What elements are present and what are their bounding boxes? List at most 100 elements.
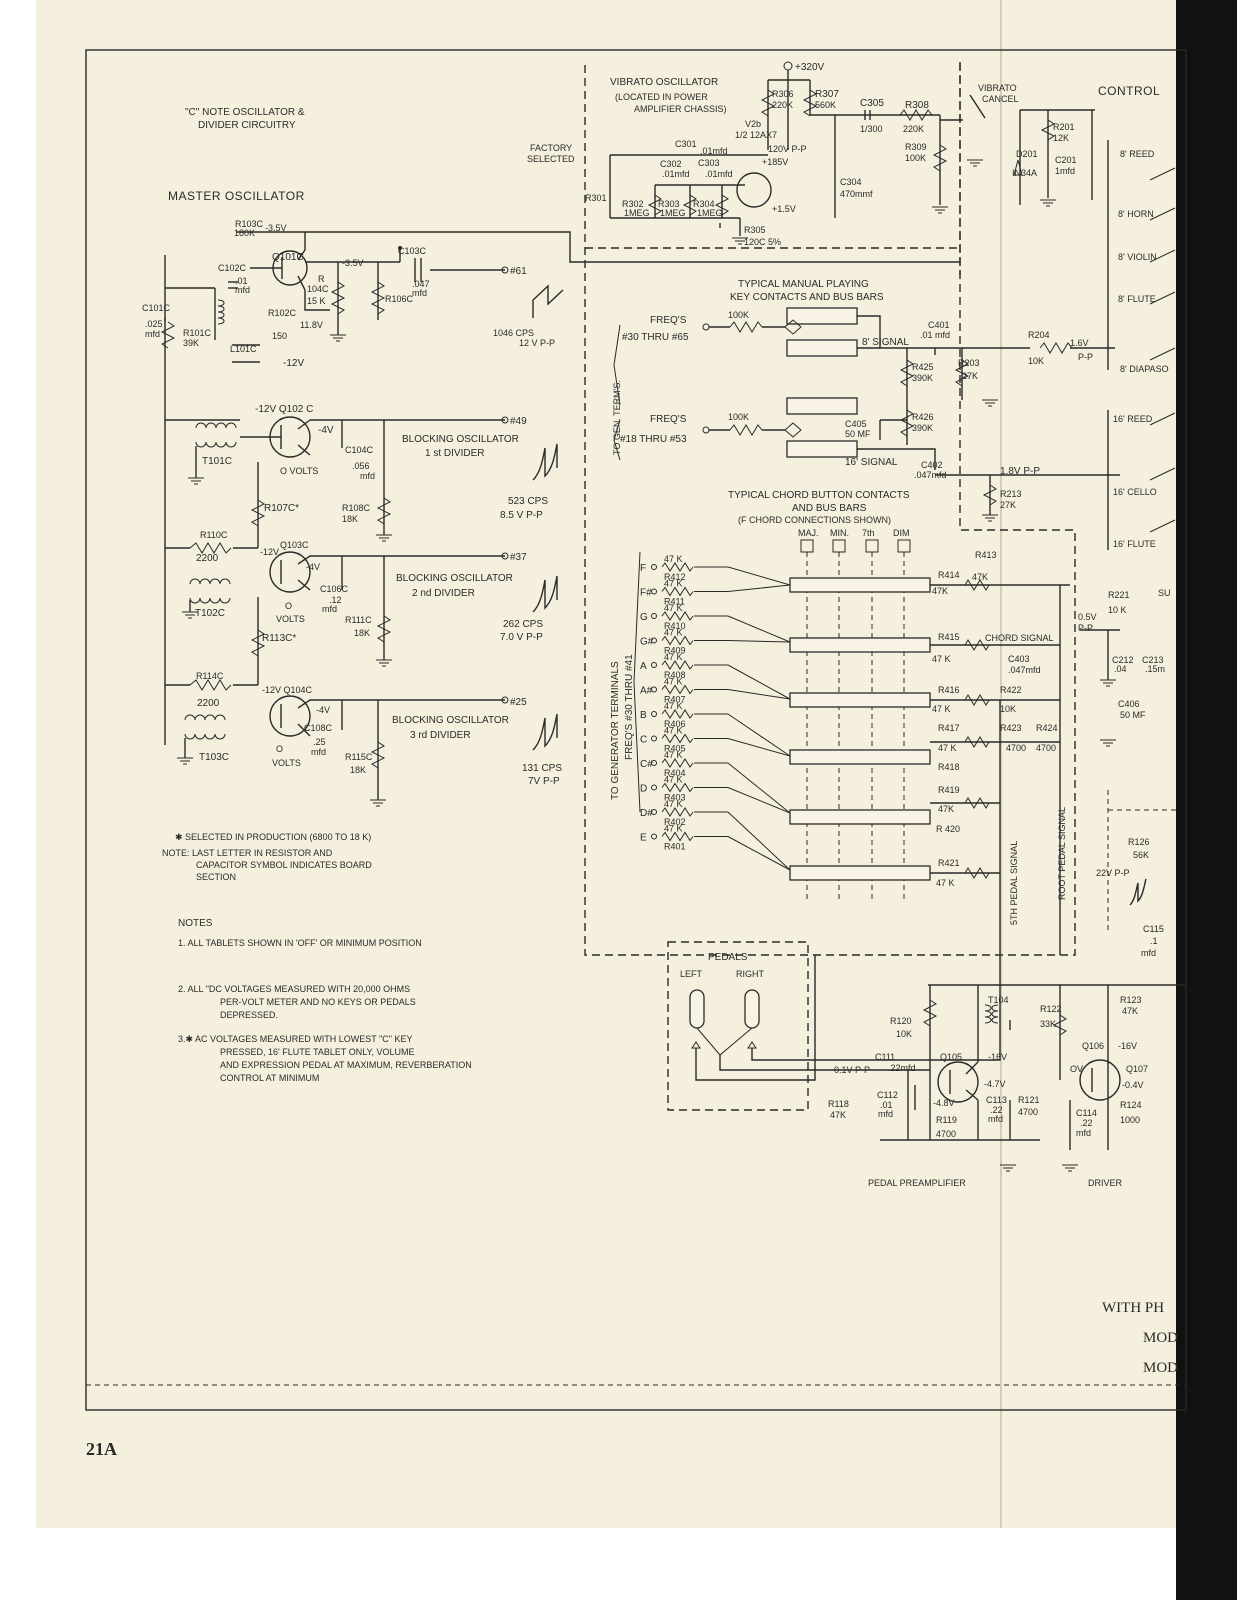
r417-label: R417: [938, 723, 960, 733]
r103c-label: R103C: [235, 219, 264, 229]
stop-8-horn: 8' HORN: [1118, 209, 1154, 219]
r203-value: 27K: [962, 371, 978, 381]
to-gen-terms: TO GEN. TERM'S.: [612, 380, 622, 455]
r420-label: R 420: [936, 824, 960, 834]
c102c-value: .01: [235, 276, 248, 286]
c115-label: C115: [1143, 924, 1164, 934]
note-line-3: SECTION: [196, 872, 236, 882]
chord-resistor-3: [661, 635, 694, 646]
v4b-label: -4V: [306, 562, 320, 572]
title-master-oscillator: MASTER OSCILLATOR: [168, 189, 305, 203]
chord-res-value-5: 47 K: [664, 677, 683, 687]
c115-value: .1: [1150, 936, 1158, 946]
chord-note-5: A#: [640, 686, 653, 697]
c106c-value: .12: [329, 595, 342, 605]
chord-res-value-3: 47 K: [664, 628, 683, 638]
term-49: #49: [510, 416, 527, 427]
pedal-left: LEFT: [680, 969, 703, 979]
c104c-unit: mfd: [360, 471, 375, 481]
c201-value: 1mfd: [1055, 166, 1075, 176]
note-line-2: CAPACITOR SYMBOL INDICATES BOARD: [196, 860, 372, 870]
c101c-label: C101C: [142, 303, 171, 313]
chord-res-value-8: 47 K: [664, 750, 683, 760]
chord-res-value-6: 47 K: [664, 701, 683, 711]
chord-res-value-0: 47 K: [664, 554, 683, 564]
c112-label: C112: [877, 1090, 898, 1100]
c302-label: C302: [660, 159, 682, 169]
chord-contact-3: [727, 640, 791, 643]
title-manual-2: KEY CONTACTS AND BUS BARS: [730, 292, 884, 303]
c405-label: C405: [845, 419, 867, 429]
notes-item-2a: 2. ALL "DC VOLTAGES MEASURED WITH 20,000…: [178, 984, 410, 994]
c113-label: C113: [986, 1095, 1007, 1105]
chord-res-label-8: R404: [664, 768, 686, 778]
r201-value: 12K: [1053, 133, 1069, 143]
c108c-unit: mfd: [311, 747, 326, 757]
r302-label: R302: [622, 199, 644, 209]
c104c-value: .056: [352, 461, 370, 471]
r306-label: R306: [772, 89, 794, 99]
chord-resistor-10: [661, 807, 694, 817]
r118-value: 47K: [830, 1110, 846, 1120]
page-number: 21A: [86, 1439, 117, 1459]
title-chord-1: TYPICAL CHORD BUTTON CONTACTS: [728, 490, 910, 501]
chord-terminal-10: [651, 809, 657, 815]
r110c-value: 2200: [196, 553, 219, 564]
chord-note-3: G#: [640, 637, 654, 648]
factory-selected-2: SELECTED: [527, 154, 575, 164]
stop-8-reed: 8' REED: [1120, 149, 1155, 159]
v2b-type: 1/2 12AX7: [735, 130, 777, 140]
c305-label: C305: [860, 98, 884, 109]
r419-label: R419: [938, 785, 960, 795]
schematic-sheet: [36, 0, 1198, 1528]
r422-value: 10K: [1000, 704, 1016, 714]
r204-value: 10K: [1028, 356, 1044, 366]
chord-terminal-0: [651, 564, 657, 570]
r422-label: R422: [1000, 685, 1022, 695]
factory-selected-1: FACTORY: [530, 143, 572, 153]
r308-value: 220K: [903, 124, 924, 134]
c101c-value: .025: [145, 319, 163, 329]
r115c-value: 18K: [350, 765, 366, 775]
volts3-label: VOLTS: [272, 758, 301, 768]
chord-res-value-1: 47 K: [664, 579, 683, 589]
vibrato-oscillator-circuit: [609, 61, 1095, 245]
chord-note-9: D: [640, 784, 647, 795]
chord-terminal-2: [651, 613, 657, 619]
chord-res-value-10: 47 K: [664, 799, 683, 809]
r426-label: R426: [912, 412, 934, 422]
r306-value: 220K: [772, 100, 793, 110]
c108c-value: .25: [313, 737, 326, 747]
pp-label: P-P: [1078, 352, 1093, 362]
root-pedal-signal: ROOT PEDAL SIGNAL: [1057, 807, 1067, 900]
r111c-label: R111C: [345, 615, 372, 625]
notes-item-3a: 3.✱ AC VOLTAGES MEASURED WITH LOWEST "C"…: [178, 1034, 412, 1044]
r423-value: 4700: [1006, 743, 1026, 753]
chord-contact-9: [727, 787, 791, 814]
r421-value: 47 K: [936, 878, 955, 888]
r414-label: R414: [938, 570, 960, 580]
stop-tablet-switches: [1107, 140, 1176, 550]
r101c-value: 39K: [183, 338, 199, 348]
title-c-note: "C" NOTE OSCILLATOR &: [185, 107, 305, 118]
c212-value: .04: [1114, 664, 1127, 674]
c305-value: 1/300: [860, 124, 883, 134]
chord-res-label-7: R405: [664, 744, 686, 754]
chord-contact-4: [727, 664, 791, 700]
c111-value: .22mfd: [888, 1063, 916, 1073]
chord-res-value-7: 47 K: [664, 726, 683, 736]
o3-label: O: [276, 744, 283, 754]
freq-37-cps: 262 CPS: [503, 619, 543, 630]
title-c-note-2: DIVIDER CIRCUITRY: [198, 120, 296, 131]
stop-16-flute: 16' FLUTE: [1113, 539, 1156, 549]
title-vibrato: VIBRATO OSCILLATOR: [610, 77, 718, 88]
r124-value: 1000: [1120, 1115, 1140, 1125]
t104-label: T104: [988, 995, 1009, 1005]
c302-value: .01mfd: [662, 169, 690, 179]
chord-col-min: MIN.: [830, 528, 849, 538]
r114c-label: R114C: [196, 671, 224, 681]
q103c-label: Q103C: [280, 540, 309, 550]
v22-label: 22V P-P: [1096, 868, 1130, 878]
